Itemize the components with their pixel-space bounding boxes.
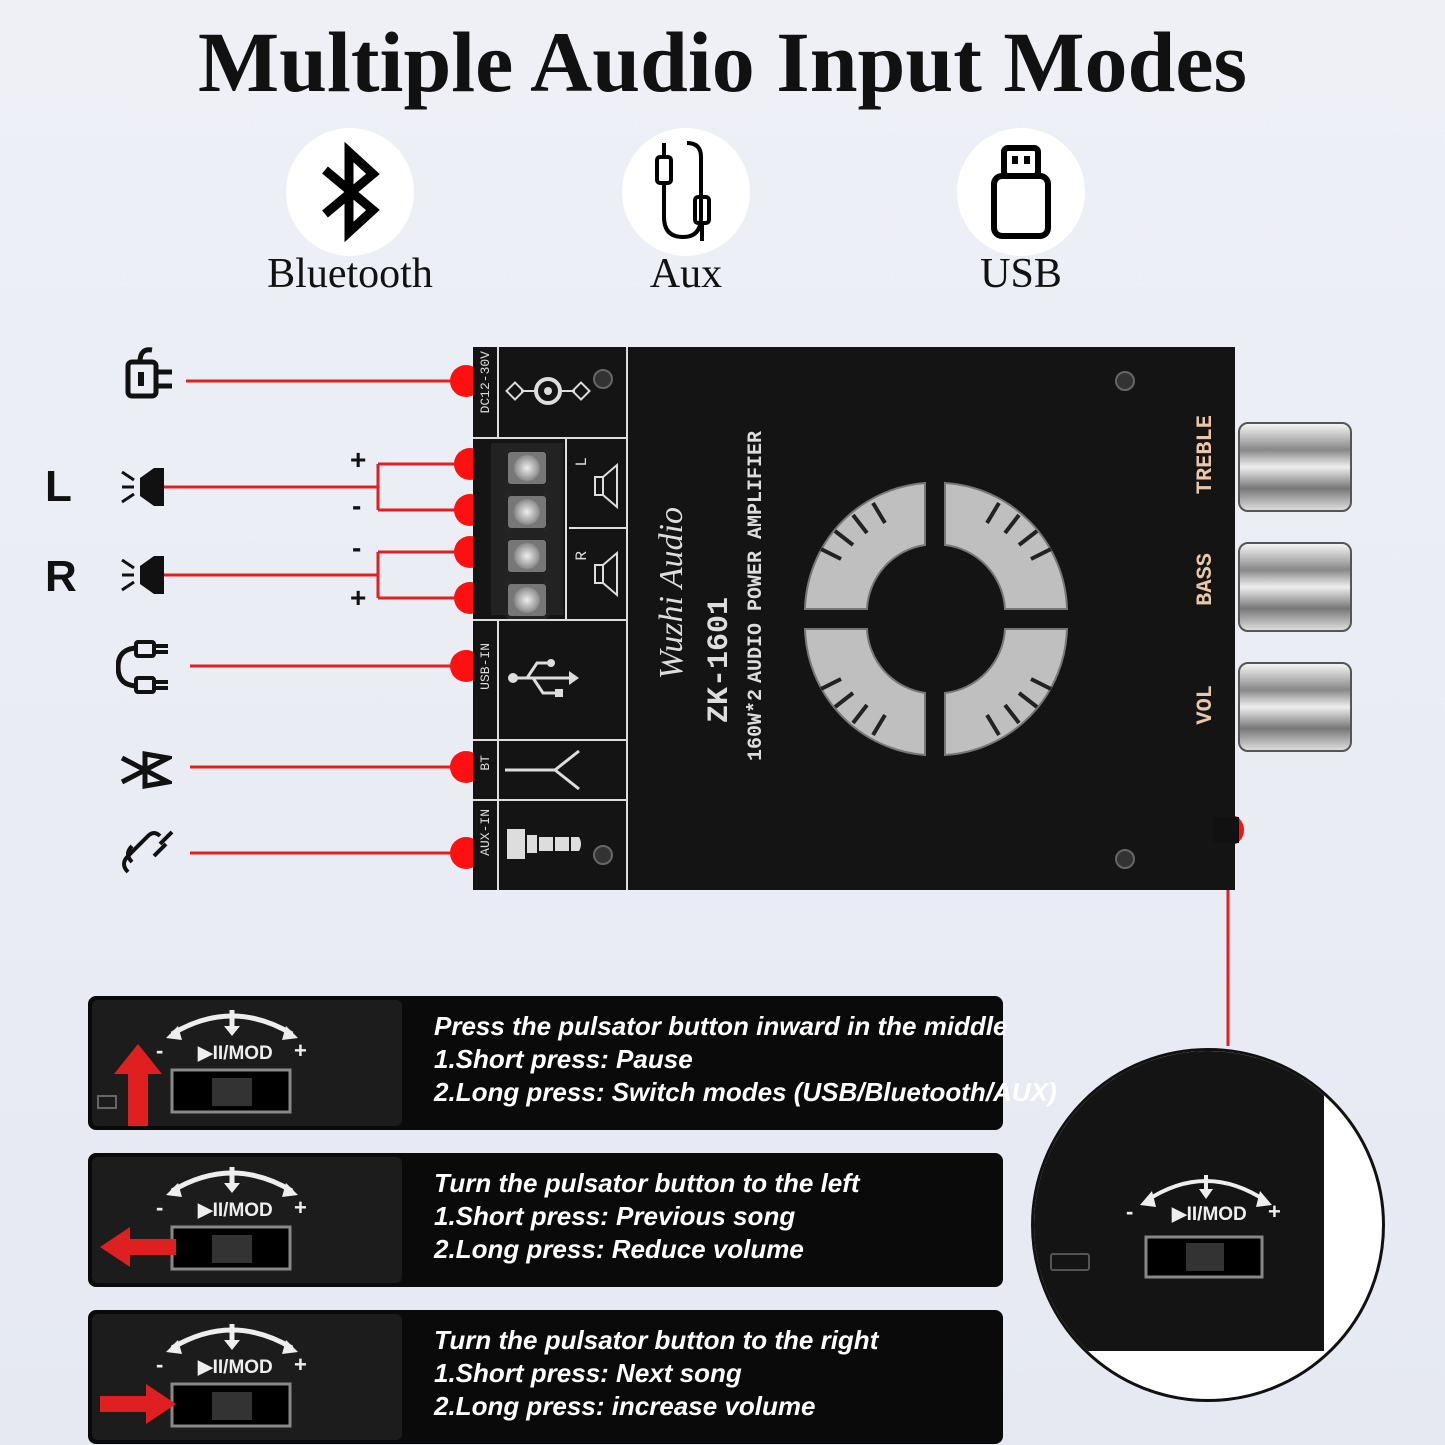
- instruction-heading: Turn the pulsator button to the left: [434, 1168, 860, 1198]
- speaker-left-label: L: [573, 457, 591, 467]
- board-zoom-area: [1034, 1051, 1324, 1351]
- plus-label: +: [1268, 1199, 1281, 1224]
- button-thumbnail: ▶II/MOD - +: [92, 1000, 402, 1126]
- speaker-icon: [121, 468, 164, 506]
- button-zoom-view: ▶II/MOD - +: [1031, 1048, 1385, 1402]
- plus-label: +: [294, 1195, 307, 1220]
- instruction-line: 2.Long press: Switch modes (USB/Bluetoot…: [434, 1077, 1057, 1107]
- io-panel: DC12-30V L R: [473, 347, 628, 890]
- aux-jack-icon: [122, 830, 174, 874]
- page-title: Multiple Audio Input Modes: [198, 14, 1247, 110]
- speaker-symbol-icon: [594, 462, 618, 510]
- board-line2: 160W*2: [745, 689, 768, 762]
- mode-label: Bluetooth: [267, 251, 433, 297]
- speaker-right-label: R: [573, 551, 591, 561]
- right-plus-label: +: [350, 582, 367, 613]
- mode-label: Aux: [649, 251, 723, 297]
- speaker-icon: [121, 556, 164, 594]
- usb-symbol-icon: [508, 659, 579, 697]
- terminal-screw[interactable]: [505, 449, 549, 487]
- usb-label: USB-IN: [478, 643, 493, 690]
- button-label: ▶II/MOD: [198, 1043, 273, 1064]
- speaker-symbol-icon: [594, 550, 618, 598]
- minus-label: -: [1126, 1199, 1134, 1224]
- heatsink: [803, 481, 1069, 757]
- power-plug-icon: [125, 347, 172, 399]
- minus-label: -: [156, 1038, 164, 1063]
- minus-label: -: [156, 1195, 164, 1220]
- board-brand: Wuzhi Audio: [653, 507, 690, 680]
- left-channel-label: L: [45, 462, 72, 511]
- left-plus-label: +: [350, 444, 367, 475]
- button-label: ▶II/MOD: [198, 1357, 273, 1378]
- bass-knob[interactable]: [1238, 542, 1352, 632]
- pulsator-diagram-icon: [100, 1167, 298, 1271]
- mode-bluetooth: Bluetooth: [220, 128, 480, 298]
- treble-label: TREBLE: [1193, 415, 1218, 495]
- left-minus-label: -: [352, 490, 362, 521]
- button-label: ▶II/MOD: [198, 1200, 273, 1221]
- pulsator-diagram-icon: [97, 1010, 298, 1126]
- instruction-line: 2.Long press: increase volume: [434, 1391, 816, 1421]
- instruction-text: Press the pulsator button inward in the …: [434, 1010, 1057, 1109]
- bass-label: BASS: [1193, 553, 1218, 606]
- plus-label: +: [294, 1352, 307, 1377]
- indicator-led: [1050, 1253, 1090, 1271]
- instruction-text: Turn the pulsator button to the right 1.…: [434, 1324, 878, 1423]
- aux-plug-icon: [507, 829, 581, 859]
- board-line1: AUDIO POWER AMPLIFIER: [745, 431, 768, 684]
- treble-knob[interactable]: [1238, 422, 1352, 512]
- usb-cell: USB-IN: [473, 621, 626, 741]
- instruction-heading: Turn the pulsator button to the right: [434, 1325, 879, 1355]
- bt-cell: BT: [473, 741, 626, 801]
- mount-screw: [593, 369, 613, 389]
- instruction-left: ▶II/MOD - + Turn the pulsator button to …: [88, 1153, 1003, 1287]
- plus-label: +: [294, 1038, 307, 1063]
- instruction-heading: Press the pulsator button inward in the …: [434, 1011, 1008, 1041]
- instruction-line: 1.Short press: Previous song: [434, 1201, 796, 1231]
- bluetooth-icon: [286, 128, 414, 256]
- pulsator-diagram-icon: [1140, 1175, 1272, 1279]
- usb-cable-icon: [116, 640, 168, 694]
- instruction-line: 1.Short press: Next song: [434, 1358, 742, 1388]
- button-label: ▶II/MOD: [1172, 1204, 1247, 1225]
- aux-cable-icon: [622, 128, 750, 256]
- right-minus-label: -: [352, 532, 362, 563]
- volume-knob[interactable]: [1238, 662, 1352, 752]
- mount-screw: [1115, 371, 1135, 391]
- mode-aux: Aux: [556, 128, 816, 298]
- aux-label: AUX-IN: [478, 809, 493, 856]
- power-label: DC12-30V: [478, 351, 493, 414]
- terminal-screw[interactable]: [505, 537, 549, 575]
- instruction-line: 1.Short press: Pause: [434, 1044, 693, 1074]
- usb-drive-icon: [957, 128, 1085, 256]
- terminal-screw[interactable]: [505, 493, 549, 531]
- bluetooth-antenna-icon: [120, 751, 172, 789]
- button-thumbnail: ▶II/MOD - +: [92, 1314, 402, 1440]
- antenna-icon: [505, 749, 580, 791]
- mode-usb: USB: [891, 128, 1151, 298]
- bt-label: BT: [478, 755, 493, 771]
- instruction-right: ▶II/MOD - + Turn the pulsator button to …: [88, 1310, 1003, 1444]
- mount-screw: [1115, 849, 1135, 869]
- mount-screw: [593, 845, 613, 865]
- power-cell: DC12-30V: [473, 347, 626, 439]
- instruction-line: 2.Long press: Reduce volume: [434, 1234, 804, 1264]
- vol-label: VOL: [1193, 685, 1218, 725]
- pulsator-button[interactable]: [1213, 817, 1239, 843]
- minus-label: -: [156, 1352, 164, 1377]
- aux-cell: AUX-IN: [473, 801, 626, 890]
- terminal-screw[interactable]: [505, 581, 549, 619]
- button-thumbnail: ▶II/MOD - +: [92, 1157, 402, 1283]
- mode-label: USB: [980, 251, 1062, 297]
- instruction-text: Turn the pulsator button to the left 1.S…: [434, 1167, 860, 1266]
- instruction-press: ▶II/MOD - + Press the pulsator button in…: [88, 996, 1057, 1130]
- pulsator-diagram-icon: [100, 1324, 298, 1428]
- right-channel-label: R: [45, 552, 77, 601]
- board-model: ZK-1601: [703, 597, 737, 724]
- dc-polarity-icon: [505, 377, 591, 405]
- amplifier-board: DC12-30V L R: [473, 347, 1239, 890]
- speaker-terminal-cell: L R: [473, 439, 626, 621]
